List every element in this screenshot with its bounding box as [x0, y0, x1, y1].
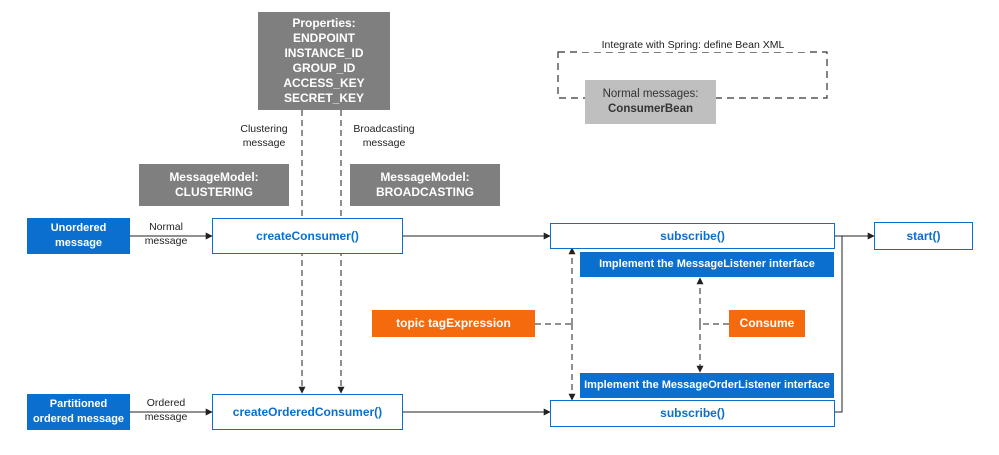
ordered-message-label: Ordered message — [136, 396, 196, 424]
start-box: start() — [874, 222, 973, 250]
consume-box: Consume — [729, 310, 805, 337]
message-model-broadcasting-line1: MessageModel: — [380, 170, 470, 184]
unordered-message-box: Unordered message — [27, 218, 130, 254]
normal-label-line2: message — [144, 235, 188, 247]
topic-tag-expression-box: topic tagExpression — [372, 310, 535, 337]
properties-title: Properties: — [292, 16, 356, 30]
subscribe-top-box: subscribe() — [550, 223, 835, 249]
partitioned-line2: ordered message — [32, 413, 125, 425]
clustering-message-label: Clustering message — [228, 122, 300, 150]
message-listener-box: Implement the MessageListener interface — [580, 252, 834, 277]
spring-title: Integrate with Spring: define Bean XML — [578, 38, 808, 52]
unordered-line2: message — [54, 237, 103, 249]
broadcasting-message-label: Broadcasting message — [344, 122, 424, 150]
message-order-listener-box: Implement the MessageOrderListener inter… — [580, 373, 834, 398]
ordered-label-line2: message — [144, 411, 188, 423]
clustering-label-line1: Clustering — [240, 123, 288, 135]
ordered-label-line1: Ordered — [146, 397, 186, 409]
consumer-bean-line1: Normal messages: — [602, 88, 699, 100]
subscribe-bottom-box: subscribe() — [550, 400, 835, 427]
partitioned-ordered-message-box: Partitioned ordered message — [27, 394, 130, 430]
property-endpoint: ENDPOINT — [292, 31, 355, 45]
message-model-clustering-line1: MessageModel: — [169, 170, 259, 184]
consumer-bean-box: Normal messages: ConsumerBean — [585, 80, 716, 124]
message-model-clustering-line2: CLUSTERING — [175, 185, 253, 199]
property-group-id: GROUP_ID — [292, 61, 356, 75]
consumer-bean-line2: ConsumerBean — [608, 103, 693, 115]
properties-box: Properties: ENDPOINT INSTANCE_ID GROUP_I… — [258, 12, 390, 110]
property-instance-id: INSTANCE_ID — [284, 46, 364, 60]
broadcasting-label-line2: message — [362, 137, 406, 149]
create-consumer-box: createConsumer() — [212, 218, 403, 254]
normal-label-line1: Normal — [149, 221, 183, 233]
partitioned-line1: Partitioned — [49, 398, 108, 410]
broadcasting-label-line1: Broadcasting — [353, 123, 415, 135]
message-model-broadcasting-line2: BROADCASTING — [376, 185, 474, 199]
normal-message-label: Normal message — [136, 220, 196, 248]
clustering-label-line2: message — [242, 137, 286, 149]
message-model-clustering-box: MessageModel: CLUSTERING — [139, 164, 289, 206]
subscribe-bottom-to-start-line — [835, 236, 843, 413]
message-model-broadcasting-box: MessageModel: BROADCASTING — [350, 164, 500, 206]
create-ordered-consumer-box: createOrderedConsumer() — [212, 394, 403, 430]
unordered-line1: Unordered — [50, 222, 107, 234]
property-secret-key: SECRET_KEY — [283, 91, 365, 105]
property-access-key: ACCESS_KEY — [283, 76, 365, 90]
